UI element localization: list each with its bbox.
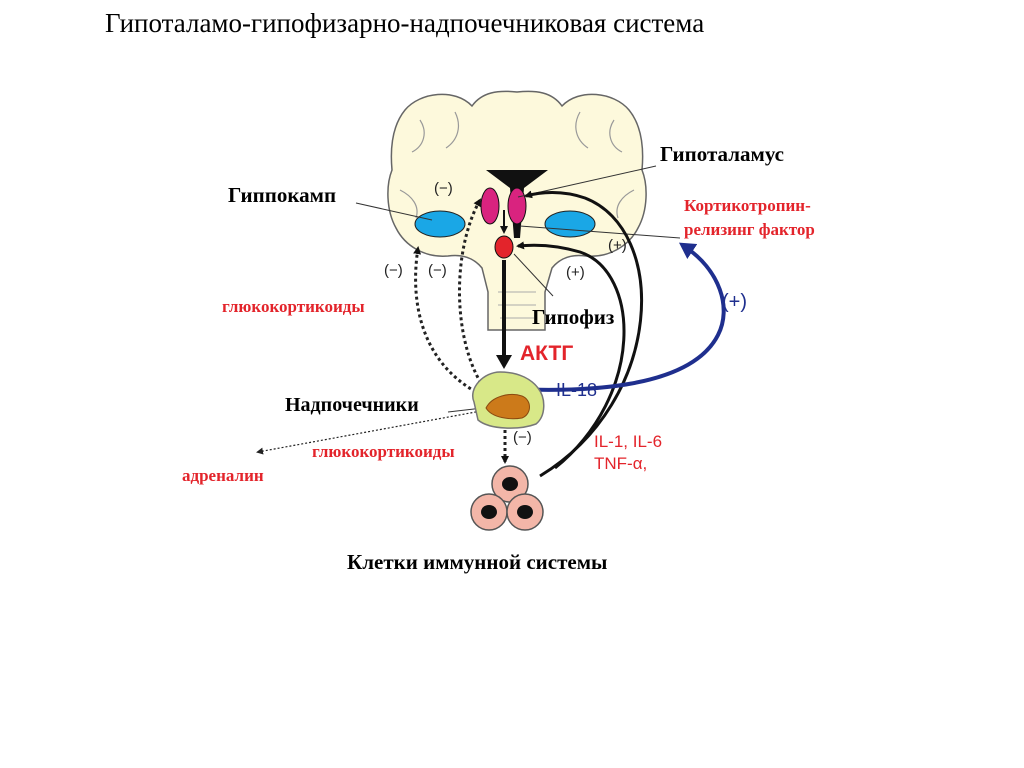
- label-adrenaline: адреналин: [182, 466, 264, 485]
- sign-neg-top: (−): [434, 180, 453, 197]
- label-il1-il6: IL-1, IL-6: [594, 432, 663, 451]
- label-crf-line2: релизинг фактор: [684, 220, 815, 239]
- sign-pos-right-upper: (+): [608, 237, 627, 254]
- immune-cell-nucleus: [502, 477, 518, 491]
- label-immune-cells: Клетки иммунной системы: [347, 550, 608, 574]
- negative-feedback-hippocampus: [413, 246, 477, 394]
- hippocampus-right: [544, 210, 596, 238]
- negative-feedback-hypothalamus: [458, 198, 486, 389]
- label-feedback-plus: (+): [722, 291, 747, 313]
- il18-feedback-arrow: [511, 242, 726, 392]
- hippocampus-leader: [355, 202, 433, 221]
- label-hippocampus: Гиппокамп: [228, 183, 337, 207]
- brain-sulcus: [411, 119, 425, 153]
- hypothalamus-right: [507, 187, 527, 225]
- label-glucocorticoids-lower: глюкокортикоиды: [312, 442, 455, 461]
- immune-cell-nucleus: [517, 505, 533, 519]
- label-il18: IL-18: [556, 380, 598, 400]
- label-pituitary: Гипофиз: [532, 305, 615, 329]
- brain-sulcus: [575, 111, 589, 149]
- crf-leader: [519, 225, 681, 239]
- sign-neg-left-inner: (−): [428, 262, 447, 279]
- adrenal-medulla: [485, 394, 530, 420]
- brain-sulcus: [609, 119, 623, 153]
- page-title: Гипоталамо-гипофизарно-надпочечниковая с…: [105, 8, 705, 38]
- hypothalamus-left: [480, 187, 500, 225]
- immune-cells: [470, 465, 544, 531]
- brain-sulcus: [445, 111, 459, 149]
- pituitary-gland: [494, 235, 514, 259]
- pituitary-leader: [513, 253, 554, 297]
- label-glucocorticoids-upper: глюкокортикоиды: [222, 297, 365, 316]
- cytokine-arrow-hypothalamus: [524, 190, 643, 478]
- hippocampus-left: [414, 210, 466, 238]
- label-hypothalamus: Гипоталамус: [660, 142, 785, 166]
- label-crf-line1: Кортикотропин-: [684, 196, 811, 215]
- label-acth: АКТГ: [520, 342, 574, 365]
- label-tnf: TNF-α,: [594, 454, 648, 473]
- sign-pos-right-lower: (+): [566, 264, 585, 281]
- immune-cell-nucleus: [481, 505, 497, 519]
- sign-neg-bottom: (−): [513, 429, 532, 446]
- brain-sulcus: [399, 189, 418, 219]
- brain-sulcus: [616, 189, 635, 219]
- label-adrenals: Надпочечники: [285, 394, 419, 416]
- cytokine-arrow-pituitary: [516, 241, 626, 470]
- sign-neg-left-outer: (−): [384, 262, 403, 279]
